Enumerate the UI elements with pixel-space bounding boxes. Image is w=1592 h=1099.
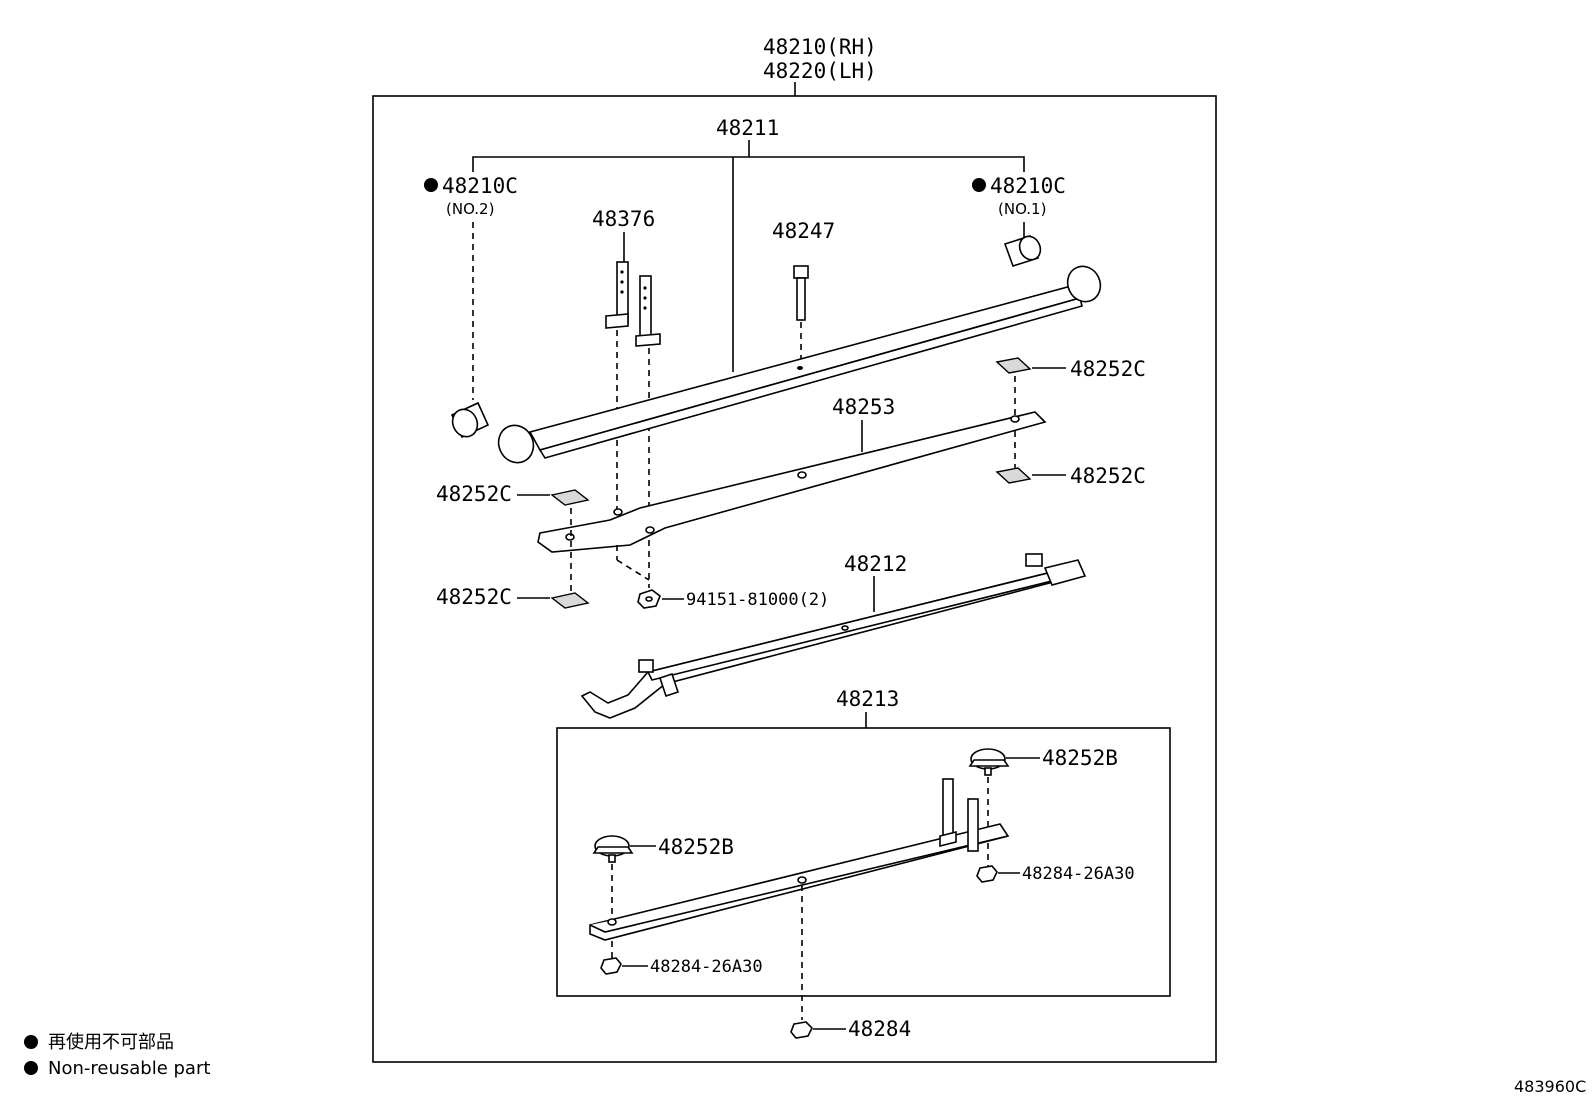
leaf-no1-label: 48211 xyxy=(716,116,779,140)
nut-right-label: 48284-26A30 xyxy=(1022,864,1135,884)
insert-right-lower-icon xyxy=(995,467,1032,484)
nut-clip-leader-b xyxy=(616,559,650,581)
center-nut-label: 48284 xyxy=(848,1017,911,1041)
legend-jp: 再使用不可部品 xyxy=(48,1032,174,1053)
insert-right-upper-label: 48252C xyxy=(1070,357,1146,381)
bush-no1-icon xyxy=(1003,235,1042,267)
leaf-no1-bracket xyxy=(472,156,1025,172)
leaf-no2-label: 48253 xyxy=(832,395,895,419)
assembly-rh-label: 48210(RH) xyxy=(763,35,877,59)
bush-no2-code: 48210C xyxy=(442,174,518,198)
legend-dot-icon xyxy=(24,1061,38,1075)
leaf-no4-group-frame xyxy=(556,727,1171,997)
bush-no1-code: 48210C xyxy=(990,174,1066,198)
bumper-right-icon xyxy=(968,748,1010,776)
leaf-no2-icon xyxy=(537,411,1047,553)
center-nut-icon xyxy=(790,1021,813,1039)
bumper-left-icon xyxy=(592,835,634,863)
figure-code: 483960C xyxy=(1514,1077,1586,1096)
legend-en: Non-reusable part xyxy=(48,1058,210,1079)
bush-no2-note: (NO.2) xyxy=(446,200,494,218)
center-bolt-label: 48247 xyxy=(772,219,835,243)
insert-right-lower-label: 48252C xyxy=(1070,464,1146,488)
non-reusable-dot-icon xyxy=(972,178,986,192)
bush-no1-note: (NO.1) xyxy=(998,200,1046,218)
assembly-frame xyxy=(372,95,1217,1063)
bumper-right-label: 48252B xyxy=(1042,746,1118,770)
nut-clip-label: 94151-81000(2) xyxy=(686,590,829,610)
insert-left-lower-icon xyxy=(550,592,590,609)
bumper-left-label: 48252B xyxy=(658,835,734,859)
assembly-lh-label: 48220(LH) xyxy=(763,59,877,83)
nut-left-label: 48284-26A30 xyxy=(650,957,763,977)
insert-left-upper-label: 48252C xyxy=(436,482,512,506)
nut-left-icon xyxy=(600,957,622,975)
center-bolt-icon xyxy=(793,265,809,321)
bush-no2-icon xyxy=(450,401,490,439)
insert-left-upper-icon xyxy=(550,489,590,506)
leaf-no3-label: 48212 xyxy=(844,552,907,576)
insert-right-upper-icon xyxy=(995,357,1032,374)
insert-left-lower-label: 48252C xyxy=(436,585,512,609)
legend-dot-icon xyxy=(24,1035,38,1049)
leaf-no3-icon xyxy=(580,553,1087,719)
non-reusable-dot-icon xyxy=(424,178,438,192)
nut-clip-icon xyxy=(637,589,661,609)
nut-right-icon xyxy=(976,865,998,883)
clip-icon xyxy=(605,261,661,347)
clip-label: 48376 xyxy=(592,207,655,231)
leaf-no4-group-label: 48213 xyxy=(836,687,899,711)
leaf-no4-icon xyxy=(589,778,1010,941)
leaf-no1-icon xyxy=(497,265,1102,464)
